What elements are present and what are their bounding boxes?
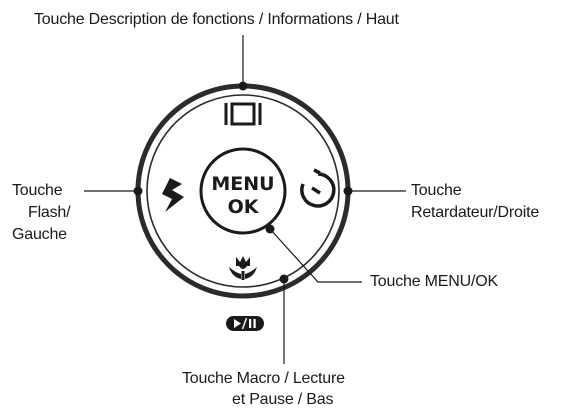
label-menu-ok: Touche MENU/OK xyxy=(370,273,498,290)
menu-ok-line2: OK xyxy=(228,196,260,218)
label-left-line3: Gauche xyxy=(12,226,67,243)
self-timer-icon[interactable] xyxy=(300,168,336,208)
leader-left xyxy=(84,186,143,196)
menu-ok-button[interactable] xyxy=(199,147,287,235)
macro-icon[interactable] xyxy=(229,256,257,280)
label-left-line2: Flash/ xyxy=(28,204,71,221)
leader-menu-ok xyxy=(265,224,362,283)
flash-icon[interactable] xyxy=(162,178,184,212)
display-icon[interactable] xyxy=(224,102,262,126)
play-pause-icon[interactable] xyxy=(226,316,264,331)
dial-inner-ring xyxy=(146,94,340,288)
label-right-line2: Retardateur/Droite xyxy=(411,204,540,221)
label-left-line1: Touche xyxy=(12,182,63,199)
label-bottom-line2: et Pause / Bas xyxy=(232,391,334,408)
label-bottom-line1: Touche Macro / Lecture xyxy=(182,370,345,387)
leader-bottom xyxy=(279,274,289,364)
leader-right xyxy=(343,186,406,196)
label-right-line1: Touche xyxy=(411,182,462,199)
leader-top xyxy=(238,35,248,91)
label-top: Touche Description de fonctions / Inform… xyxy=(34,11,399,28)
menu-ok-line1: MENU xyxy=(211,173,274,195)
